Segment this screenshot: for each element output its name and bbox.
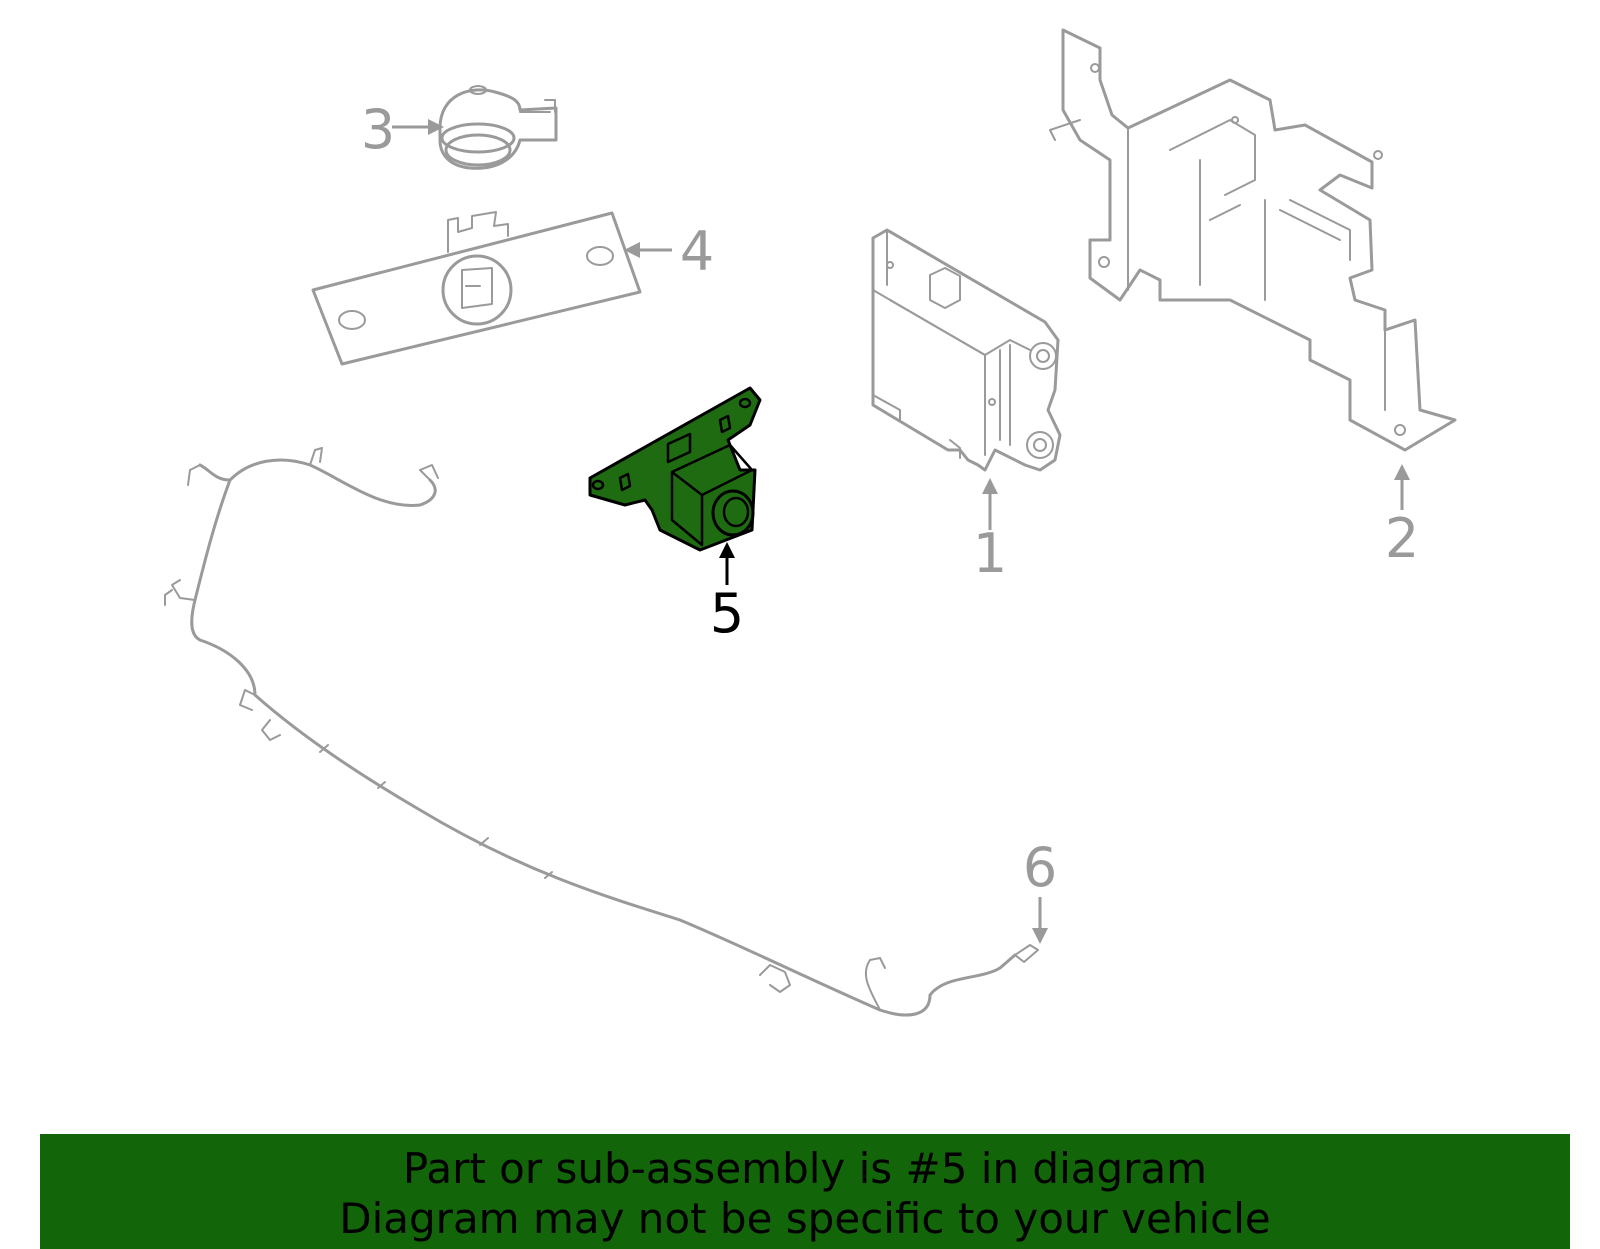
part-2-mounting-bracket: [1049, 28, 1457, 452]
banner-line-disclaimer: Diagram may not be specific to your vehi…: [339, 1194, 1271, 1243]
part-6-wiring-harness: [164, 447, 1039, 1017]
callout-number-4: 4: [680, 220, 714, 283]
callout-arrow-6: [1032, 897, 1048, 944]
part-3-sensor: [438, 85, 558, 170]
part-1-control-module: [871, 228, 1062, 472]
callout-arrow-3: [392, 119, 444, 135]
callout-number-3: 3: [361, 98, 395, 161]
callout-arrow-5: [719, 542, 735, 585]
part-4-bracket-plate: [311, 211, 642, 366]
part-5-camera: [588, 386, 762, 552]
callout-number-6: 6: [1023, 836, 1057, 899]
callout-number-1: 1: [973, 522, 1007, 585]
callout-arrow-2: [1394, 464, 1410, 510]
callout-number-2: 2: [1385, 507, 1419, 570]
callout-number-5: 5: [710, 582, 744, 645]
banner-line-part-number: Part or sub-assembly is #5 in diagram: [402, 1144, 1208, 1193]
info-banner: Part or sub-assembly is #5 in diagram Di…: [40, 1134, 1570, 1249]
callout-arrow-1: [982, 478, 998, 530]
callout-arrow-4: [624, 242, 672, 258]
